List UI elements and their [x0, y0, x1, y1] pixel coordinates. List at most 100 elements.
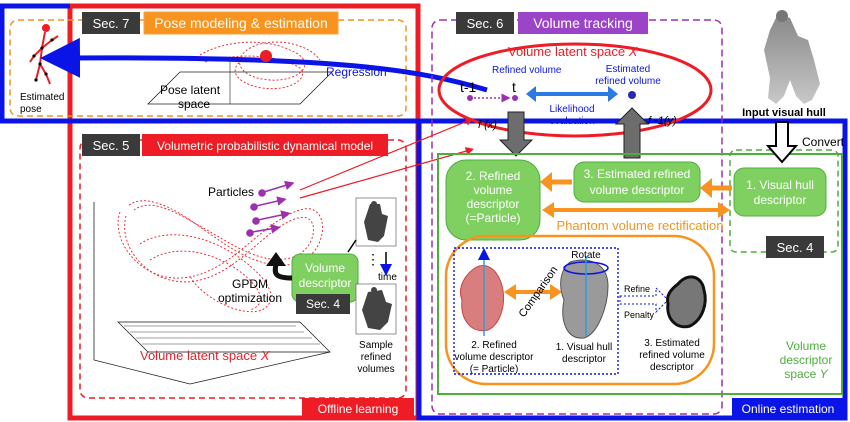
sec6-title-box — [518, 12, 648, 34]
sample-volume-bottom — [355, 283, 397, 335]
refined-descriptor-label-2: volume — [474, 183, 513, 197]
sec5-tag-label: Sec. 5 — [93, 138, 130, 153]
refine-penalty-arrow — [619, 286, 669, 314]
down-block-arrow — [498, 111, 534, 157]
comparison-arrow-head-left — [504, 284, 516, 300]
particles-to-latent-arrow — [299, 117, 474, 191]
est-to-refined-arrow-head — [540, 172, 552, 192]
up-block-arrow — [614, 107, 650, 159]
phantom-arrow-head-left — [542, 202, 554, 218]
sec4-tag — [766, 236, 824, 258]
t-minus-label: t-1 — [460, 79, 477, 95]
refine-label: Refine — [624, 284, 650, 294]
sec7-tag-label: Sec. 7 — [93, 16, 130, 31]
sec7-title-box — [143, 11, 339, 35]
finv-label: f -1(y) — [648, 115, 677, 127]
sample-label: Sample — [359, 340, 393, 351]
sec7-title: Pose modeling & estimation — [154, 15, 328, 31]
sample-label-3: volumes — [357, 364, 394, 375]
penalty-label: Penalty — [624, 310, 655, 320]
refined-descriptor-label: 2. Refined — [466, 169, 521, 183]
time-label: time — [378, 272, 397, 283]
online-estimation-label: Online estimation — [742, 402, 835, 416]
sec5-title-box — [142, 134, 388, 156]
latent-3d-plot — [93, 202, 331, 385]
likelihood-label-2: evaluation — [549, 116, 595, 127]
t-minus-point — [467, 95, 473, 101]
estimated-descriptor-label: 3. Estimated refined — [584, 167, 691, 181]
detail-dotted-frame — [453, 247, 619, 375]
estimated-descriptor-box — [573, 161, 701, 203]
descriptor-space-label: Volume — [786, 339, 826, 353]
estimated-refined-label: Estimated — [606, 64, 650, 75]
volume-descriptor-label: Volume — [305, 261, 345, 275]
detail-d3: 3. Estimated — [644, 338, 700, 349]
volume-descriptor-label-2: descriptor — [299, 276, 352, 290]
latent-bottom-label: Volume latent space X — [140, 348, 271, 363]
detail-d2b: volume descriptor — [455, 352, 535, 363]
sec5-title: Volumetric probabilistic dynamical model — [157, 139, 373, 153]
gpdm-label-2: optimization — [218, 291, 282, 305]
sec6-tag-label: Sec. 6 — [467, 16, 504, 31]
sec4-inner-tag — [296, 294, 350, 314]
refined-descriptor-box — [445, 159, 541, 241]
phantom-label: Phantom volume rectification — [557, 218, 724, 233]
pose-output-frame — [0, 3, 70, 124]
latent-trajectories — [117, 200, 323, 312]
likelihood-arrow-head-left — [526, 86, 536, 102]
fx-label: f (x) — [478, 119, 497, 131]
visual-hull-descriptor-label-2: descriptor — [754, 193, 807, 207]
regression-arrow — [40, 37, 488, 93]
likelihood-label: Likelihood — [549, 104, 594, 115]
convert-label: Convert — [802, 135, 845, 149]
estimated-pose-label: Estimated — [20, 92, 64, 103]
volume-latent-title: Volume latent space X — [508, 44, 639, 59]
particles-group — [246, 180, 295, 237]
sec4-tag-label: Sec. 4 — [777, 240, 814, 255]
gpdm-arrow-head — [266, 252, 286, 266]
detail-d1b: descriptor — [562, 354, 607, 365]
estimated-pose-label-2: pose — [20, 104, 42, 115]
pose-point — [260, 50, 272, 62]
sample-label-2: refined — [361, 352, 392, 363]
refined-descriptor-label-3: descriptor — [467, 197, 520, 211]
sec6-tag — [456, 12, 514, 34]
visual-hull-descriptor-box — [733, 167, 827, 217]
hull-to-est-arrow-head — [700, 178, 712, 198]
offline-learning-label: Offline learning — [318, 402, 399, 416]
phantom-arrow-head-right — [718, 202, 730, 218]
descriptor-space-label-3: space Y — [784, 367, 828, 381]
estimated-point — [628, 91, 636, 99]
descriptor-space-frame — [437, 153, 843, 395]
time-dots: ⋮ — [366, 251, 380, 267]
rotate-label: Rotate — [571, 250, 601, 261]
comparison-arrow-head-right — [550, 284, 562, 300]
descriptor-space-label-2: descriptor — [780, 353, 833, 367]
refined-shape — [459, 265, 504, 332]
volume-latent-ellipse — [437, 42, 713, 138]
online-estimation-tag — [732, 398, 844, 418]
particles-to-latent-arrow-2 — [299, 147, 475, 199]
gpdm-label: GPDM — [232, 277, 268, 291]
convert-arrow — [765, 121, 799, 164]
sec5-tag — [82, 134, 140, 156]
refined-descriptor-label-4: (=Particle) — [465, 211, 520, 225]
t-point — [512, 95, 518, 101]
estimated-descriptor-label-2: volume descriptor — [590, 183, 685, 197]
input-visual-hull — [764, 10, 820, 104]
detail-panel — [444, 234, 716, 386]
estimated-shape — [666, 275, 707, 329]
refined-volume-label: Refined volume — [492, 65, 562, 76]
estimated-refined-label-2: refined volume — [595, 76, 661, 87]
pose-latent-label-2: space — [178, 97, 210, 111]
detail-d2c: (= Particle) — [470, 364, 519, 375]
sec7-tag — [82, 12, 140, 34]
pose-latent-plane — [147, 41, 333, 105]
pose-latent-label: Pose latent — [160, 83, 221, 97]
visual-hull-descriptor-label: 1. Visual hull — [746, 178, 814, 192]
input-hull-label: Input visual hull — [742, 107, 826, 119]
detail-d3c: descriptor — [650, 362, 695, 373]
sec4-inner-tag-label: Sec. 4 — [306, 297, 340, 311]
sample-to-descriptor-arrow — [347, 239, 357, 253]
